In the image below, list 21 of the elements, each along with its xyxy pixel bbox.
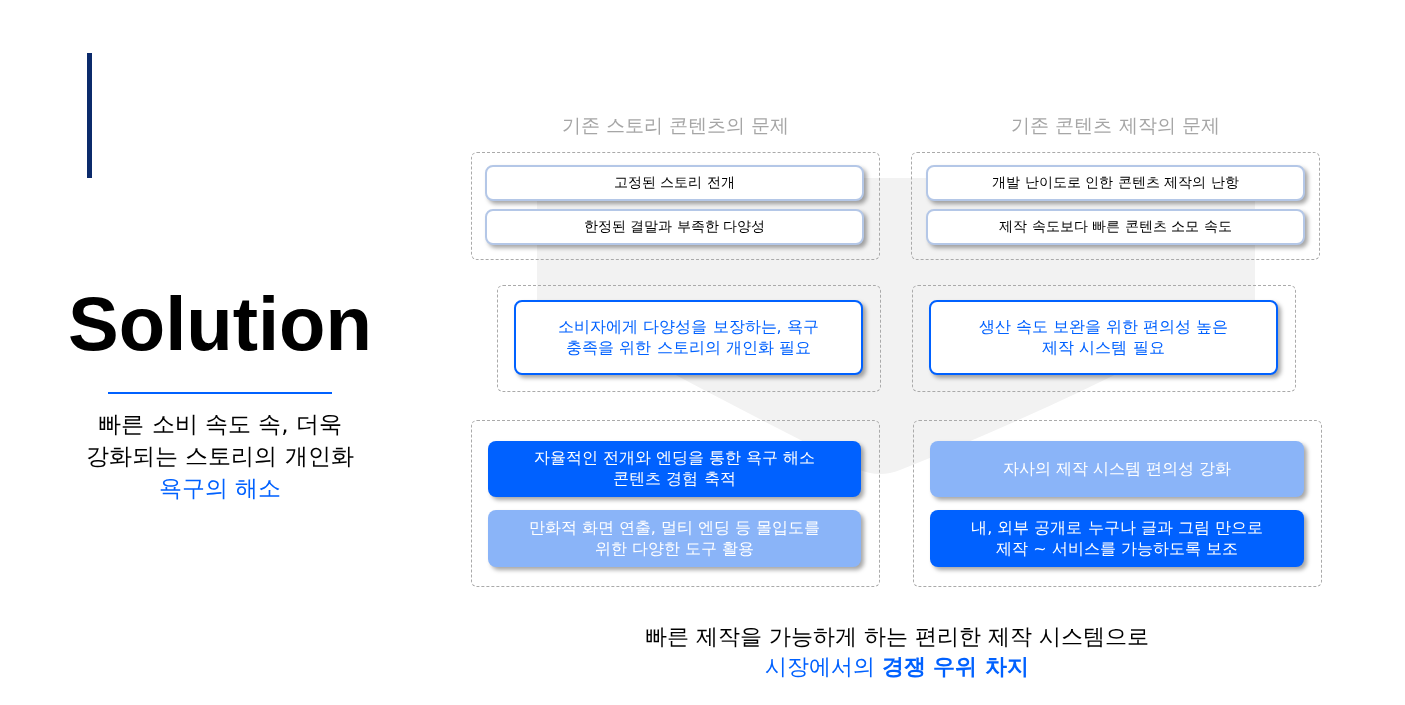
- dashed-group-box: [913, 420, 1322, 587]
- conclusion-highlight: 시장에서의 경쟁 우위 차지: [763, 653, 1031, 681]
- text-box: 내, 외부 공개로 누구나 글과 그림 만으로 제작 ~ 서비스를 가능하도록 보조: [930, 510, 1304, 567]
- text-box: 개발 난이도로 인한 콘텐츠 제작의 난항: [926, 165, 1305, 201]
- text-box: 소비자에게 다양성을 보장하는, 욕구 충족을 위한 스토리의 개인화 필요: [514, 300, 863, 375]
- slide-title: Solution: [67, 280, 373, 367]
- text-box: 고정된 스토리 전개: [485, 165, 864, 201]
- text-box: 생산 속도 보완을 위한 편의성 높은 제작 시스템 필요: [929, 300, 1278, 375]
- conclusion-text: 빠른 제작을 가능하게 하는 편리한 제작 시스템으로: [644, 623, 1150, 651]
- subtitle-text: 빠른 소비 속도 속, 더욱 강화되는 스토리의 개인화: [86, 411, 354, 469]
- text-box: 자사의 제작 시스템 편의성 강화: [930, 441, 1304, 497]
- dashed-group-box: [497, 285, 881, 392]
- group-heading: 기존 스토리 콘텐츠의 문제: [560, 113, 791, 138]
- group-heading: 기존 콘텐츠 제작의 문제: [1010, 113, 1221, 138]
- dashed-group-box: [912, 285, 1296, 392]
- text-box: 자율적인 전개와 엔딩을 통한 욕구 해소 콘텐츠 경험 축적: [488, 441, 861, 497]
- text-box: 제작 속도보다 빠른 콘텐츠 소모 속도: [926, 209, 1305, 245]
- text-box: 만화적 화면 연출, 멀티 엔딩 등 몰입도를 위한 다양한 도구 활용: [488, 510, 861, 567]
- highlight-text: 욕구의 해소: [158, 475, 282, 501]
- text-box: 한정된 결말과 부족한 다양성: [485, 209, 864, 245]
- dashed-group-box: [471, 420, 880, 587]
